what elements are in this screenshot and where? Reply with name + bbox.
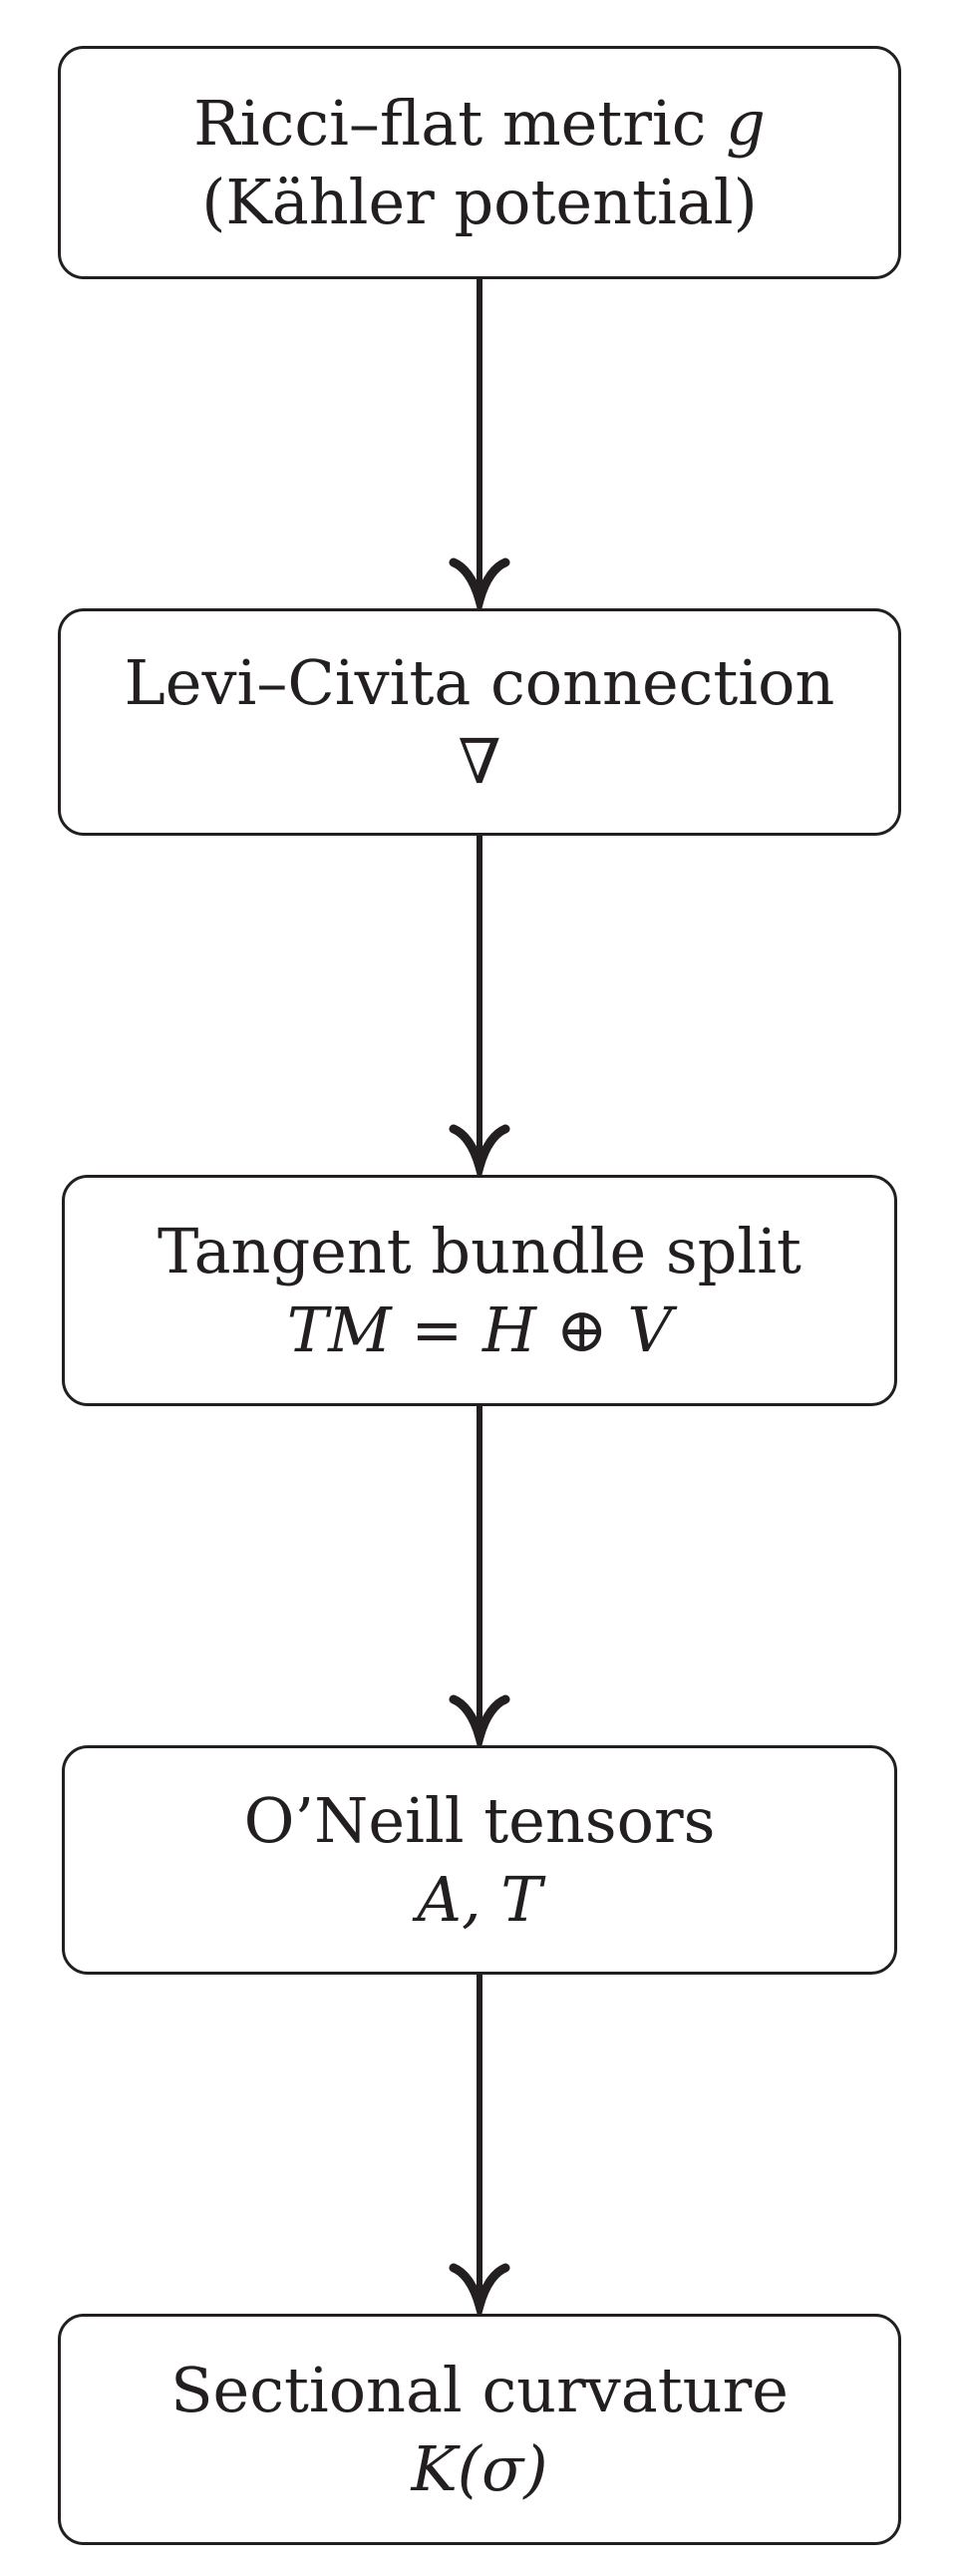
node-line-1-text: Ricci–flat metric xyxy=(193,86,727,160)
edge-2-arrowhead-icon xyxy=(449,1124,510,1185)
edge-3-arrowhead-icon xyxy=(449,1694,510,1755)
edge-2-arrow xyxy=(440,836,519,1185)
node-line-1: Sectional curvature xyxy=(170,2353,789,2426)
node-line-1: Ricci–flat metric g xyxy=(193,86,766,160)
node-line-1-math: g xyxy=(726,86,766,160)
node-line-2: (Kähler potential) xyxy=(201,166,758,238)
edge-4-arrowhead-icon xyxy=(449,2263,510,2324)
node-line-1: Levi–Civita connection xyxy=(124,645,835,719)
node-sectional-curvature[interactable]: Sectional curvature K(σ) xyxy=(58,2314,901,2545)
node-line-1: O’Neill tensors xyxy=(243,1783,716,1857)
edge-3-arrow xyxy=(440,1406,519,1755)
node-levi-civita-connection[interactable]: Levi–Civita connection ∇ xyxy=(58,608,901,836)
node-line-2-math: TM = H ⊕ V xyxy=(286,1293,673,1366)
node-ricci-flat-metric[interactable]: Ricci–flat metric g (Kähler potential) xyxy=(58,46,901,279)
nabla-icon: ∇ xyxy=(458,725,501,798)
node-tangent-bundle-split[interactable]: Tangent bundle split TM = H ⊕ V xyxy=(62,1175,897,1406)
node-line-2-math: K(σ) xyxy=(411,2432,548,2505)
edge-1-arrow xyxy=(440,279,519,618)
edge-1-arrowhead-icon xyxy=(449,557,510,618)
node-line-1: Tangent bundle split xyxy=(158,1214,801,1288)
edge-4-arrow xyxy=(440,1975,519,2324)
node-oneill-tensors[interactable]: O’Neill tensors A, T xyxy=(62,1745,897,1975)
node-line-2-math: A, T xyxy=(417,1863,542,1936)
